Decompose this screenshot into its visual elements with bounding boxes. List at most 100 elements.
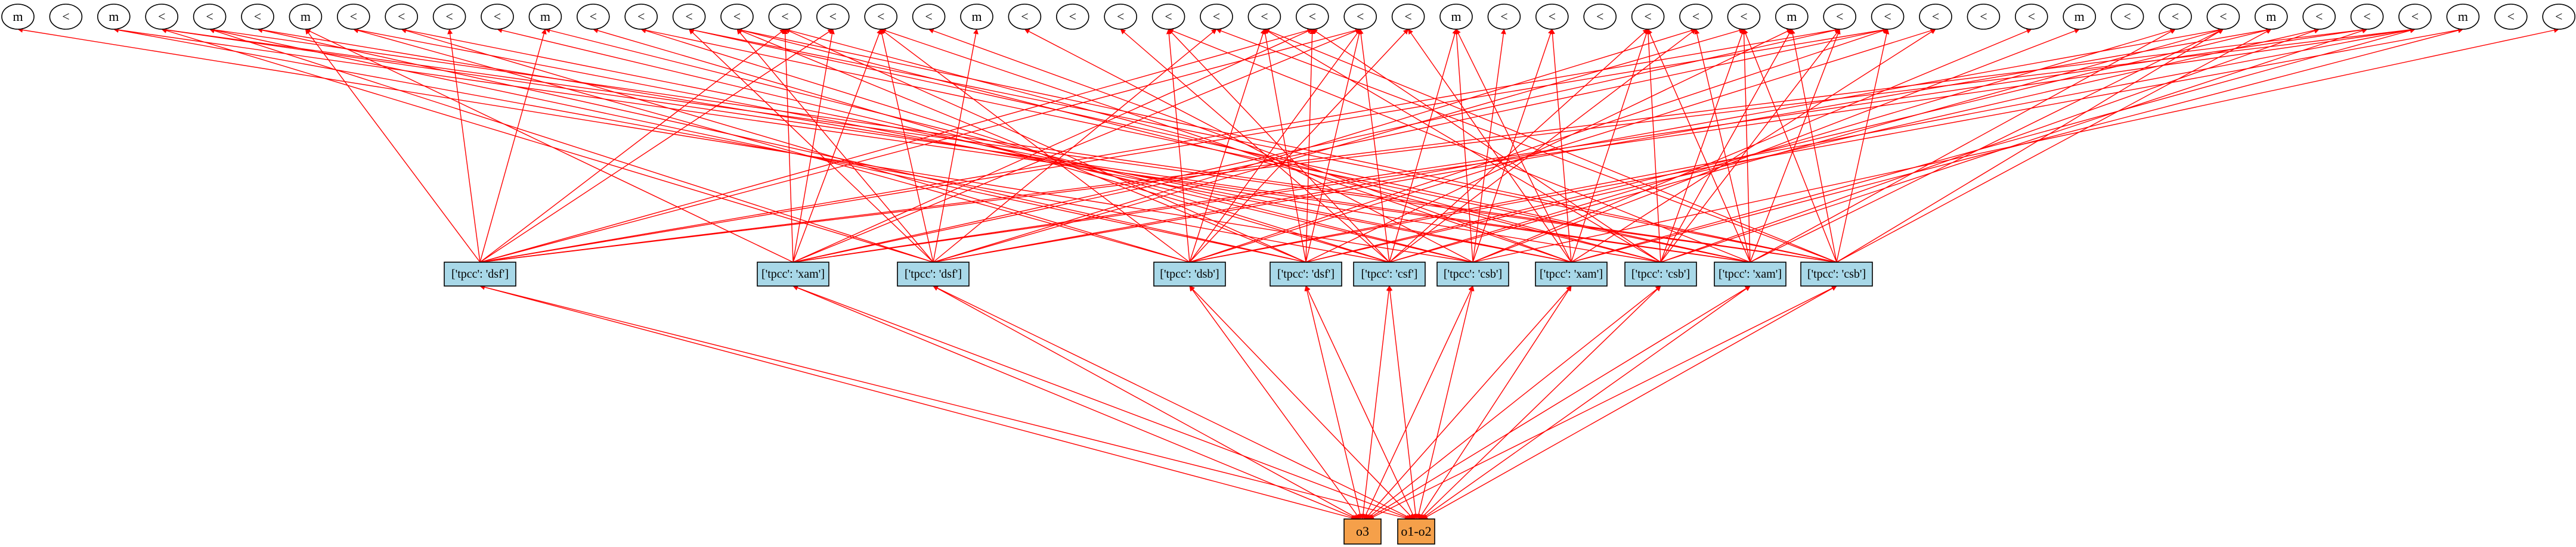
edge-mid-to-top [1168, 29, 1390, 263]
top-node-label: < [2123, 9, 2131, 24]
mid-node[interactable]: ['tpcc': 'xam'] [1535, 262, 1608, 287]
top-node[interactable]: < [1871, 4, 1905, 30]
top-node[interactable]: < [1247, 4, 1281, 30]
edge-mid-to-top [1743, 29, 1837, 263]
top-node[interactable]: < [1727, 4, 1761, 30]
top-node[interactable]: < [481, 4, 514, 30]
top-node[interactable]: m [2063, 4, 2096, 30]
top-node-label: < [781, 9, 788, 24]
edge-mid-to-top [1750, 29, 1841, 263]
top-node[interactable]: < [1391, 4, 1425, 30]
top-node-shape [1200, 4, 1233, 30]
top-node[interactable]: m [1439, 4, 1473, 30]
top-node-label: < [685, 9, 692, 24]
edge-mid-to-top [1305, 29, 1362, 263]
edge-mid-to-top [784, 27, 1661, 263]
top-node[interactable]: < [768, 4, 802, 30]
mid-node[interactable]: ['tpcc': 'csb'] [1624, 262, 1697, 287]
mid-node[interactable]: ['tpcc': 'xam'] [1714, 262, 1787, 287]
mid-node[interactable]: ['tpcc': 'dsf'] [897, 262, 970, 287]
top-node-shape [385, 4, 419, 30]
top-node-shape [481, 4, 514, 30]
top-node[interactable]: < [2015, 4, 2048, 30]
top-node[interactable]: < [2110, 4, 2144, 30]
mid-node[interactable]: ['tpcc': 'dsb'] [1153, 262, 1226, 287]
top-node-shape [193, 4, 227, 30]
top-node[interactable]: m [1775, 4, 1809, 30]
top-node[interactable]: < [49, 4, 83, 30]
top-node[interactable]: < [720, 4, 754, 30]
edge-mid-to-top [479, 27, 2368, 263]
top-node[interactable]: < [1487, 4, 1521, 30]
edge-mid-to-top [784, 29, 1306, 263]
top-node[interactable]: m [2446, 4, 2480, 30]
top-node-label: < [590, 9, 597, 24]
top-node[interactable]: m [97, 4, 131, 30]
edge-mid-to-top [352, 27, 1572, 263]
top-node[interactable]: < [1535, 4, 1569, 30]
top-node[interactable]: < [336, 4, 370, 30]
edge-bottom-to-mid [933, 285, 1360, 520]
top-node[interactable]: < [1823, 4, 1856, 30]
top-node[interactable]: < [864, 4, 897, 30]
edge-bottom-to-mid [1418, 285, 1572, 520]
mid-node[interactable]: ['tpcc': 'csb'] [1800, 262, 1873, 287]
top-node[interactable]: < [2206, 4, 2240, 30]
top-node[interactable]: < [2542, 4, 2576, 30]
top-node[interactable]: < [432, 4, 466, 30]
top-node[interactable]: < [1104, 4, 1137, 30]
top-node[interactable]: m [1, 4, 35, 30]
top-node[interactable]: < [2494, 4, 2528, 30]
top-node-shape [1823, 4, 1856, 30]
top-node[interactable]: < [576, 4, 610, 30]
bottom-node[interactable]: o1-o2 [1397, 518, 1435, 545]
mid-node-box [444, 262, 516, 287]
top-node[interactable]: < [1679, 4, 1713, 30]
top-node[interactable]: < [1343, 4, 1377, 30]
top-node[interactable]: < [816, 4, 850, 30]
top-node[interactable]: < [624, 4, 658, 30]
top-node[interactable]: < [2302, 4, 2336, 30]
top-node[interactable]: m [528, 4, 562, 30]
top-node-shape [960, 4, 993, 30]
top-node-shape [2159, 4, 2192, 30]
edge-mid-to-top [1189, 27, 2416, 263]
top-node[interactable]: < [2398, 4, 2432, 30]
top-node-label: < [1309, 9, 1316, 24]
top-node-label: m [540, 9, 550, 24]
top-node[interactable]: < [1056, 4, 1089, 30]
top-node[interactable]: < [193, 4, 227, 30]
mid-node[interactable]: ['tpcc': 'csb'] [1436, 262, 1509, 287]
top-node[interactable]: < [1631, 4, 1665, 30]
top-node[interactable]: < [912, 4, 946, 30]
top-node[interactable]: < [2159, 4, 2192, 30]
top-node[interactable]: < [1151, 4, 1185, 30]
top-node[interactable]: < [145, 4, 179, 30]
top-node[interactable]: < [1583, 4, 1617, 30]
edge-mid-to-top [479, 27, 1313, 263]
mid-node[interactable]: ['tpcc': 'dsf'] [444, 262, 516, 287]
top-node[interactable]: < [1967, 4, 2001, 30]
top-node[interactable]: < [1008, 4, 1042, 30]
edge-bottom-to-mid [1367, 285, 1751, 520]
top-node[interactable]: m [2255, 4, 2288, 30]
top-node[interactable]: < [385, 4, 419, 30]
mid-node[interactable]: ['tpcc': 'dsf'] [1270, 262, 1342, 287]
top-node[interactable]: < [2350, 4, 2384, 30]
mid-node[interactable]: ['tpcc': 'xam'] [757, 262, 829, 287]
top-node[interactable]: < [1200, 4, 1233, 30]
bottom-node[interactable]: o3 [1343, 518, 1382, 545]
edge-mid-to-top [1389, 29, 1696, 263]
top-node-label: m [2458, 9, 2468, 24]
top-node-label: < [1884, 9, 1891, 24]
mid-node-box [1800, 262, 1873, 287]
top-node[interactable]: m [289, 4, 323, 30]
top-node[interactable]: < [1919, 4, 1952, 30]
top-node[interactable]: < [1296, 4, 1329, 30]
mid-node[interactable]: ['tpcc': 'csf'] [1353, 262, 1426, 287]
top-node[interactable]: < [672, 4, 706, 30]
top-node[interactable]: < [241, 4, 274, 30]
top-node[interactable]: m [960, 4, 993, 30]
top-node-label: < [1980, 9, 1987, 24]
top-node-label: < [1836, 9, 1843, 24]
